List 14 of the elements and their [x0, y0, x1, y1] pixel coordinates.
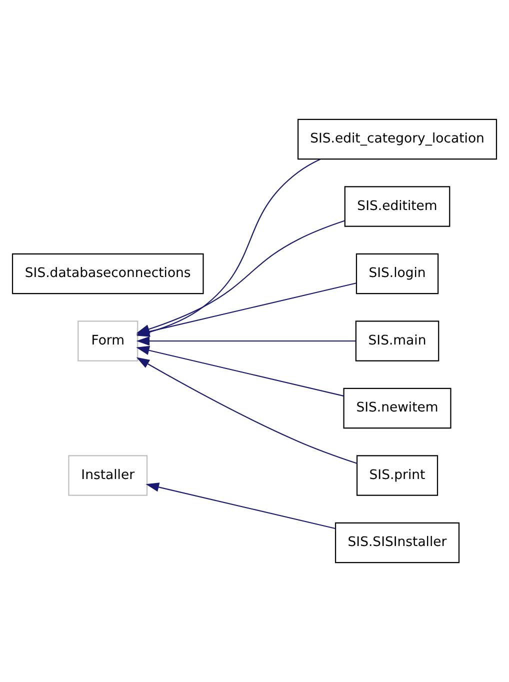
node-box: SIS.edititem — [344, 186, 450, 227]
node-box: SIS.edit_category_location — [298, 118, 498, 160]
node-box: Installer — [68, 455, 148, 496]
node-box: SIS.print — [356, 455, 438, 496]
arrow — [136, 336, 356, 346]
node-box: Form — [78, 320, 138, 362]
node-box: SIS.main — [355, 320, 440, 362]
node-box: SIS.login — [356, 253, 439, 294]
arrow — [136, 357, 358, 464]
node-box: SIS.databaseconnections — [12, 253, 204, 294]
arrow — [146, 482, 336, 530]
arrow — [136, 346, 344, 396]
node-box: SIS.newitem — [343, 388, 452, 429]
node-box: SIS.SISInstaller — [334, 522, 460, 564]
